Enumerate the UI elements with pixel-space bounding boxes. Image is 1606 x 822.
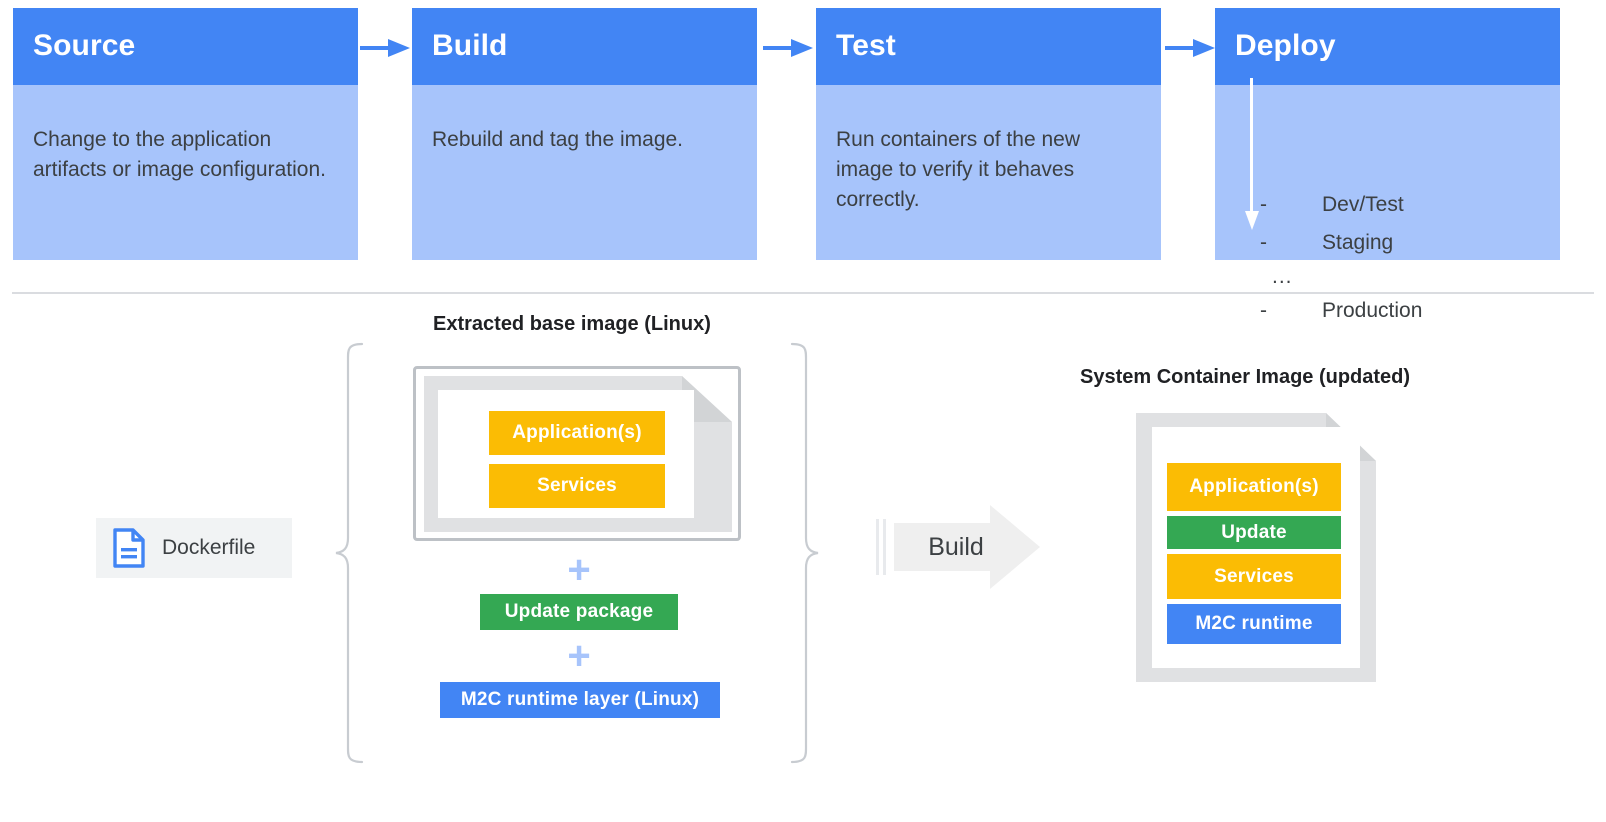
arrow-down-icon	[1245, 78, 1259, 230]
left-brace	[335, 342, 364, 764]
layer-label: M2C runtime	[1195, 613, 1313, 634]
document-icon	[113, 528, 145, 568]
layer-label: Update	[1221, 521, 1287, 543]
list-marker: ...	[1272, 265, 1293, 288]
stage-header: Deploy	[1215, 8, 1560, 85]
stage-title: Source	[33, 29, 136, 62]
pipeline-stage-test[interactable]: Test Run containers of the new image to …	[816, 8, 1161, 260]
stage-title: Build	[432, 29, 508, 62]
result-layer-application: Application(s)	[1167, 463, 1341, 511]
layer-label: Services	[537, 475, 617, 496]
layer-label: Application(s)	[512, 422, 642, 443]
arrow-shaft	[1165, 46, 1197, 50]
list-marker: -	[1260, 193, 1267, 216]
stage-description: Change to the application artifacts or i…	[33, 128, 326, 181]
system-container-image-caption: System Container Image (updated)	[1080, 366, 1411, 388]
arrow-head	[1245, 211, 1259, 230]
pipeline-stage-source[interactable]: Source Change to the application artifac…	[13, 8, 358, 260]
stage-header: Source	[13, 8, 358, 85]
result-layer-services: Services	[1167, 554, 1341, 599]
list-item-ellipsis: ...	[1260, 265, 1550, 296]
arrow-head	[388, 39, 410, 57]
stage-description: Run containers of the new image to verif…	[836, 128, 1080, 211]
stage-header: Test	[816, 8, 1161, 85]
deploy-environment-list: - Dev/Test - Staging ... - Production	[1260, 190, 1550, 334]
list-item: - Production	[1260, 296, 1550, 334]
build-label: Build	[928, 533, 984, 561]
layer-block-m2c-runtime-layer: M2C runtime layer (Linux)	[440, 682, 720, 718]
motion-line	[876, 519, 879, 575]
pipeline-stage-deploy[interactable]: Deploy - Dev/Test - Staging ... - Produc…	[1215, 8, 1560, 322]
stage-description: Rebuild and tag the image.	[432, 128, 684, 151]
list-item-label: Production	[1322, 299, 1423, 322]
list-item-label: Dev/Test	[1322, 193, 1404, 216]
build-action[interactable]: Build	[876, 505, 1040, 589]
list-item: - Staging	[1260, 228, 1550, 266]
plus-icon: +	[567, 634, 591, 678]
stage-title: Deploy	[1235, 29, 1336, 62]
list-item-label: Staging	[1322, 231, 1394, 254]
result-layer-update: Update	[1167, 516, 1341, 549]
stage-header: Build	[412, 8, 757, 85]
list-item: - Dev/Test	[1260, 190, 1550, 228]
stage-body: Change to the application artifacts or i…	[13, 85, 358, 260]
arrow-head	[1193, 39, 1215, 57]
arrow-shaft	[763, 46, 795, 50]
motion-lines	[876, 519, 890, 575]
arrow-right-icon	[358, 39, 414, 57]
layer-label: Services	[1214, 565, 1294, 587]
stage-title: Test	[836, 29, 896, 62]
list-marker: -	[1260, 299, 1267, 322]
layer-block-application: Application(s)	[489, 411, 665, 455]
motion-line	[883, 519, 886, 575]
arrow-right-block-icon	[894, 505, 1040, 589]
right-brace	[790, 342, 819, 764]
section-divider	[12, 292, 1594, 294]
layer-label: Application(s)	[1189, 476, 1319, 497]
arrow-shaft	[360, 46, 392, 50]
layer-label: M2C runtime layer (Linux)	[460, 689, 700, 710]
result-layer-m2c-runtime: M2C runtime	[1167, 604, 1341, 644]
arrow-right-icon	[761, 39, 817, 57]
layer-block-update-package: Update package	[480, 594, 678, 630]
arrow-shaft	[1250, 78, 1253, 214]
dockerfile-label: Dockerfile	[162, 536, 256, 559]
layer-label: Update package	[504, 601, 654, 622]
list-marker: -	[1260, 231, 1267, 254]
arrow-right-icon	[1163, 39, 1219, 57]
stage-body: - Dev/Test - Staging ... - Production	[1215, 85, 1560, 322]
layer-block-services: Services	[489, 464, 665, 508]
arrow-head	[791, 39, 813, 57]
stage-body: Rebuild and tag the image.	[412, 85, 757, 260]
plus-icon: +	[567, 548, 591, 592]
dockerfile-chip[interactable]: Dockerfile	[96, 518, 292, 578]
stage-body: Run containers of the new image to verif…	[816, 85, 1161, 260]
pipeline-stage-build[interactable]: Build Rebuild and tag the image.	[412, 8, 757, 260]
extracted-base-image-caption: Extracted base image (Linux)	[433, 313, 711, 335]
